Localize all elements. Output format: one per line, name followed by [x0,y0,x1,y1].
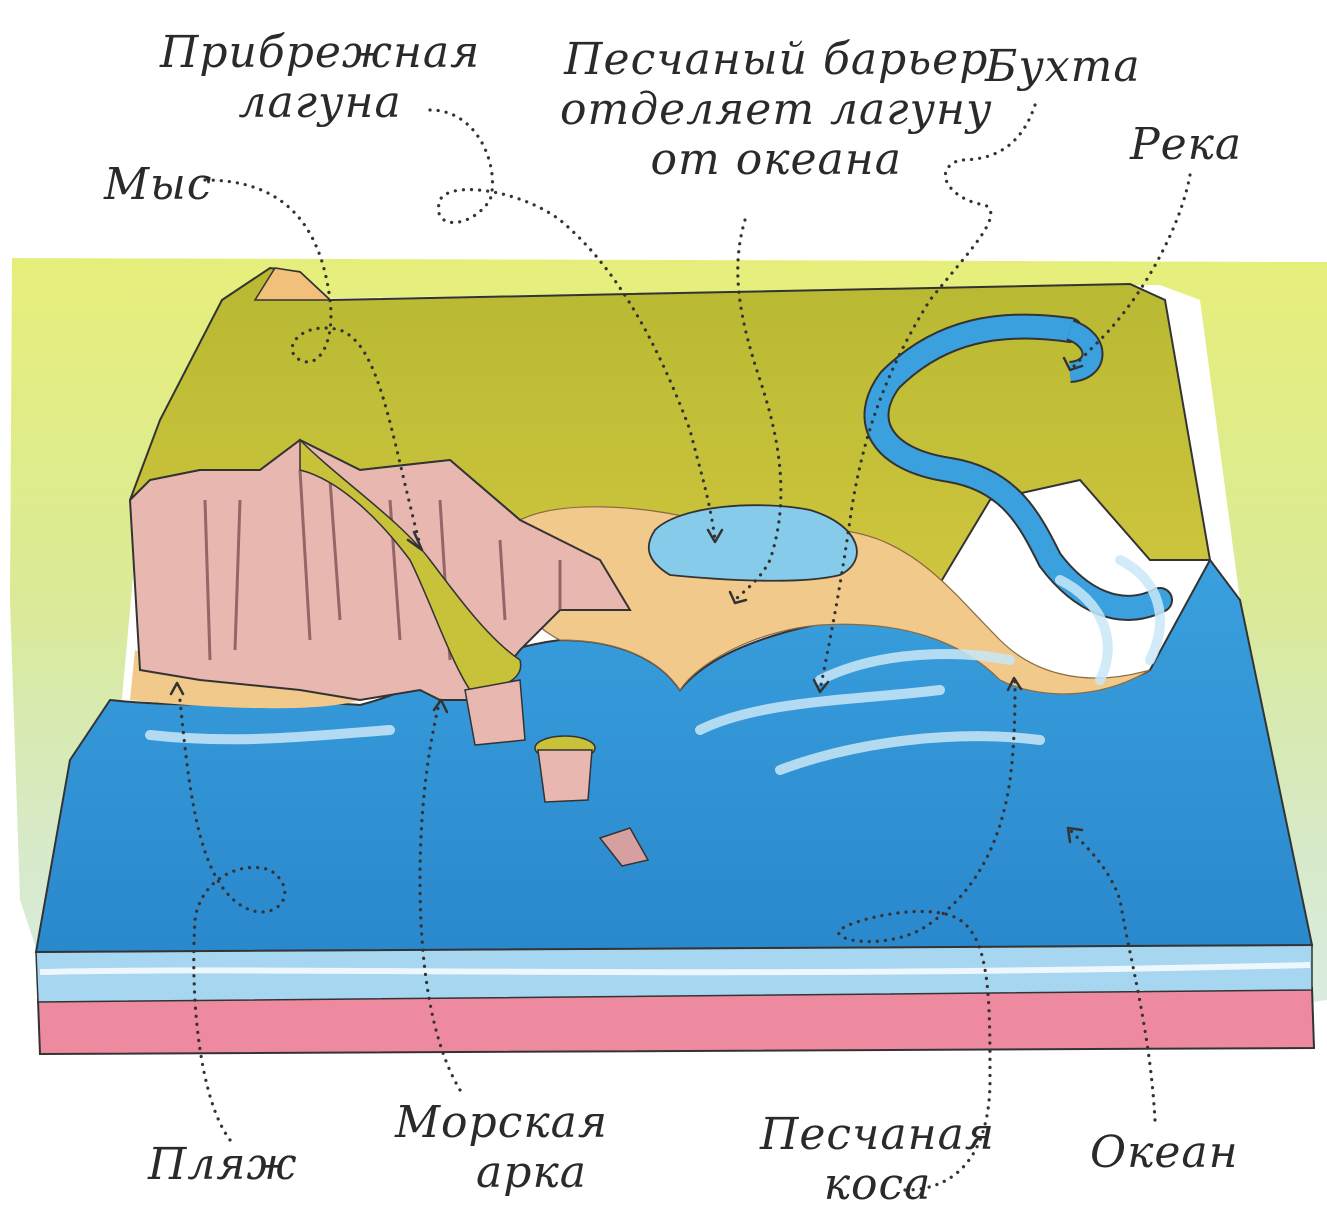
coastal-lagoon-label-line2: лагуна [160,78,480,128]
sand-barrier-label-line1: Песчаный барьер [560,35,993,85]
sea-arch-rock [465,680,525,745]
sand-barrier-label-line2: отделяет лагуну [560,85,993,135]
sea-arch-label: Морская арка [395,1098,608,1198]
sea-stack [538,750,592,802]
sea-arch-label-line1: Морская [395,1098,608,1148]
coastal-lagoon-label-line1: Прибрежная [160,28,480,78]
sand-spit-label-line2: коса [760,1160,995,1210]
ocean-label: Океан [1090,1128,1239,1178]
beach-label: Пляж [148,1140,298,1190]
cape-label: Мыс [104,160,213,210]
coastal-lagoon-label: Прибрежная лагуна [160,28,480,128]
river-label: Река [1130,120,1242,170]
sea-arch-label-line2: арка [395,1148,608,1198]
sand-spit-label: Песчаная коса [760,1110,995,1210]
bay-label: Бухта [985,42,1141,92]
sand-barrier-label: Песчаный барьер отделяет лагуну от океан… [560,35,993,185]
sand-barrier-label-line3: от океана [560,135,993,185]
lagoon [649,505,857,581]
sand-spit-label-line1: Песчаная [760,1110,995,1160]
